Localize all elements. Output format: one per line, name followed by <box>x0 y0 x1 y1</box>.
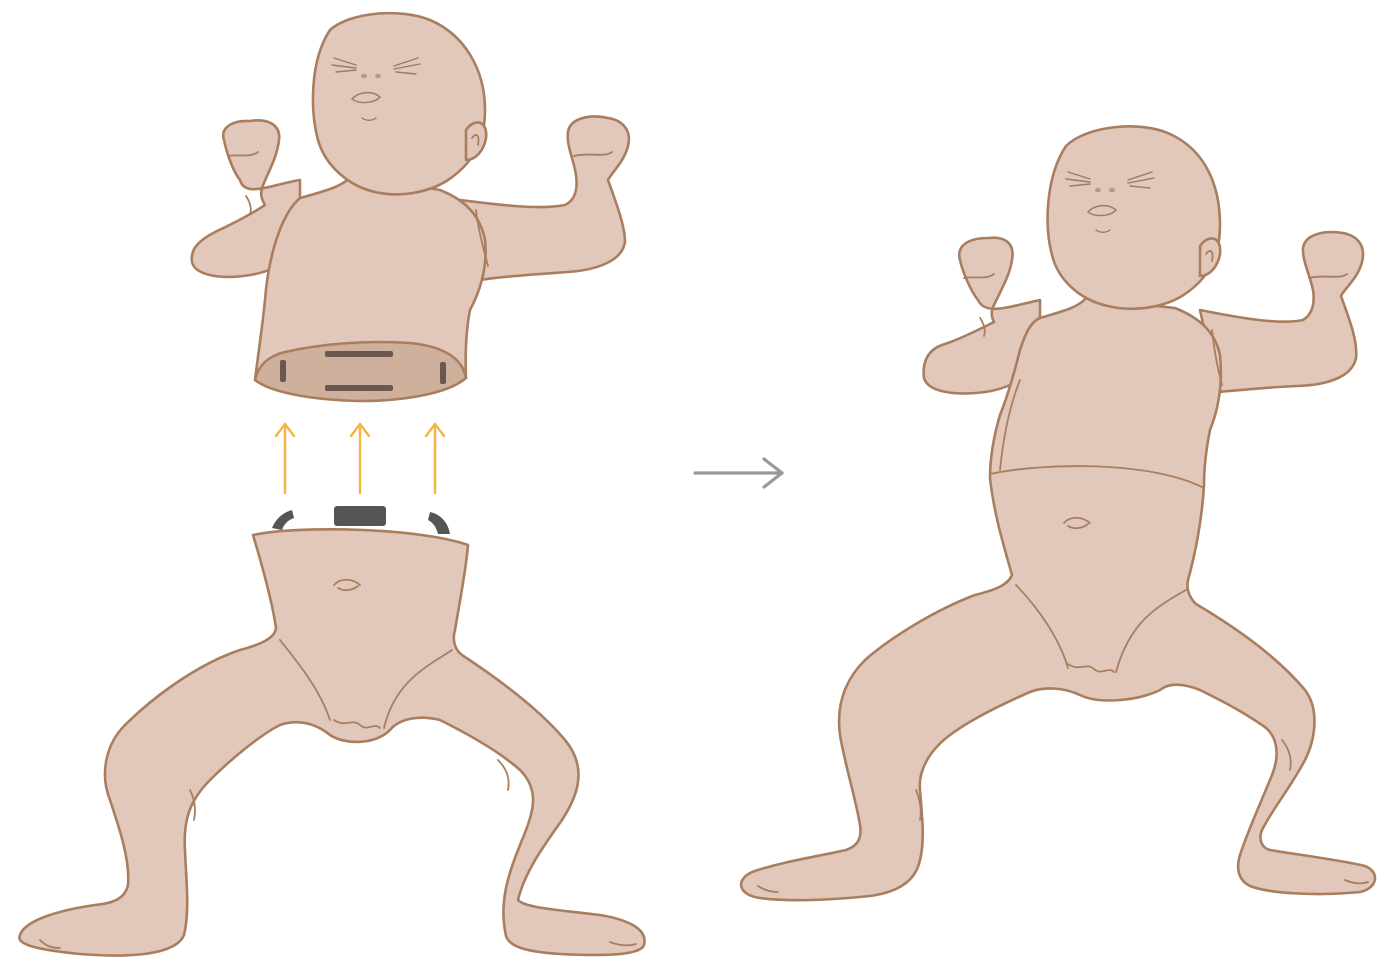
connector-center <box>334 506 386 526</box>
assembled-body <box>741 298 1375 900</box>
slot-left <box>280 360 286 382</box>
assembled-nostril-right <box>1109 188 1115 192</box>
slot-top <box>325 351 393 357</box>
arrow-right-icon <box>695 459 782 487</box>
arrow-up-icon <box>351 424 369 493</box>
slot-right <box>440 362 446 384</box>
connector-left <box>272 510 294 530</box>
nostril-right <box>375 74 381 78</box>
upper-torso <box>192 13 629 401</box>
nostril-left <box>361 74 367 78</box>
right-knee-crease <box>498 760 509 790</box>
assembled-nostril-left <box>1095 188 1101 192</box>
slot-bottom <box>325 385 393 391</box>
assembled-right-arm <box>1200 232 1363 392</box>
upper-torso-head <box>313 13 485 194</box>
assembled-ear <box>1200 238 1220 276</box>
connector-right <box>428 512 450 534</box>
arrow-up-icon <box>426 424 444 493</box>
lower-body-shape <box>19 529 644 955</box>
lower-body <box>19 506 644 956</box>
assembled-manikin <box>741 126 1375 900</box>
arrow-up-icon <box>276 424 294 493</box>
assembled-head <box>1048 126 1220 308</box>
upper-torso-cut-face <box>255 342 466 401</box>
separated-parts <box>19 13 644 955</box>
guide-arrows <box>276 424 444 493</box>
upper-torso-ear <box>466 122 486 160</box>
